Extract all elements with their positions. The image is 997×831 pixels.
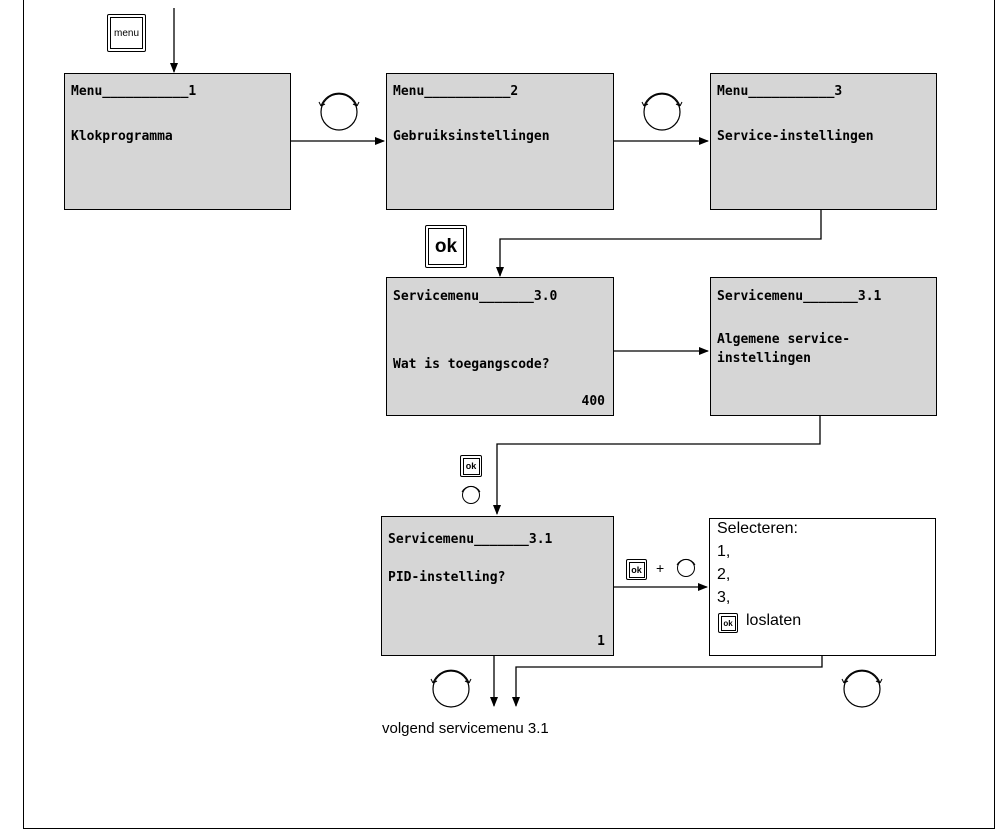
- access-code-value: 400: [581, 394, 605, 409]
- menu-key-label: menu: [113, 27, 139, 39]
- screen-servicemenu-3-0: Servicemenu_______3.0 Wat is toegangscod…: [386, 277, 614, 416]
- screen-text: Algemene service-: [717, 332, 851, 347]
- screen-title: Menu___________3: [717, 84, 843, 99]
- ok-key-icon: ok: [425, 225, 467, 268]
- screen-title: Menu___________1: [71, 84, 197, 99]
- arrow-menu3-to-service30: [496, 209, 822, 277]
- ok-key-label: ok: [434, 235, 458, 257]
- rotary-knob-icon: [461, 485, 481, 504]
- next-servicemenu-label: volgend servicemenu 3.1: [382, 720, 549, 737]
- select-title: Selecteren:: [717, 520, 798, 537]
- select-option: 3,: [717, 589, 731, 606]
- screen-servicemenu-3-1-pid: Servicemenu_______3.1 PID-instelling? 1: [381, 516, 614, 656]
- ok-key-label: ok: [723, 618, 733, 628]
- select-option: 1,: [717, 543, 731, 560]
- screen-text: Gebruiksinstellingen: [393, 129, 550, 144]
- ok-key-label: ok: [631, 564, 642, 575]
- plus-sign: +: [656, 560, 665, 576]
- screen-menu-2: Menu___________2 Gebruiksinstellingen: [386, 73, 614, 210]
- arrow-service31a-to-pid: [493, 416, 821, 515]
- screen-text: Klokprogramma: [71, 129, 173, 144]
- screen-menu-3: Menu___________3 Service-instellingen: [710, 73, 937, 210]
- ok-key-icon: ok: [460, 455, 482, 477]
- rotary-knob-icon: [318, 92, 360, 131]
- screen-title: Menu___________2: [393, 84, 519, 99]
- screen-text: PID-instelling?: [388, 570, 506, 585]
- screen-servicemenu-3-1-general: Servicemenu_______3.1 Algemene service- …: [710, 277, 937, 416]
- menu-key-icon: menu: [107, 14, 146, 52]
- screen-title: Servicemenu_______3.1: [388, 532, 553, 547]
- select-option: 2,: [717, 566, 731, 583]
- release-label: loslaten: [746, 612, 802, 629]
- arrow-select-to-next: [512, 656, 823, 707]
- rotary-knob-icon: [430, 669, 472, 708]
- screen-text: Wat is toegangscode?: [393, 357, 550, 372]
- pid-value: 1: [597, 634, 605, 649]
- diagram-frame: [23, 0, 995, 829]
- rotary-knob-icon: [641, 92, 683, 131]
- screen-text: Service-instellingen: [717, 129, 874, 144]
- screen-title: Servicemenu_______3.1: [717, 289, 882, 304]
- ok-key-label: ok: [465, 461, 477, 471]
- screen-title: Servicemenu_______3.0: [393, 289, 558, 304]
- screen-menu-1: Menu___________1 Klokprogramma: [64, 73, 291, 210]
- rotary-knob-icon: [676, 558, 696, 577]
- screen-text: instellingen: [717, 351, 811, 366]
- rotary-knob-icon: [841, 669, 883, 708]
- ok-key-icon: ok: [718, 613, 738, 633]
- select-box: Selecteren: 1, 2, 3, ok loslaten: [709, 518, 936, 656]
- ok-key-icon: ok: [626, 559, 647, 580]
